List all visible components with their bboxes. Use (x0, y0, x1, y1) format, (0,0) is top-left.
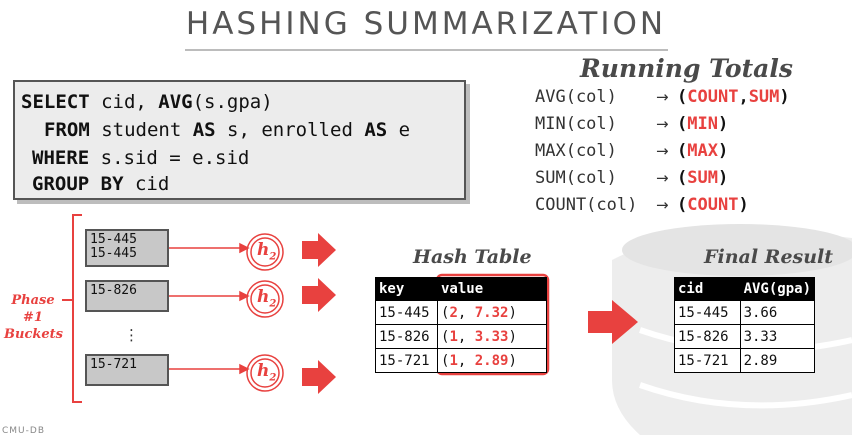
rt-arrow-icon: → (656, 115, 669, 133)
cid-cell: 15-826 (674, 324, 741, 349)
key-cell: 15-826 (375, 324, 438, 349)
table-row: 15-826 (1, 3.33) (375, 324, 547, 349)
column-header: AVG(gpa) (739, 277, 816, 301)
final-result-table: cid AVG(gpa) 15-445 3.66 15-826 3.33 15-… (674, 277, 816, 373)
hash-function-label: h2 (257, 361, 277, 384)
column-header: value (437, 277, 547, 301)
sql-query-box: SELECT cid, AVG(s.gpa) FROM student AS s… (13, 80, 466, 200)
ellipsis-icon: ⋮ (124, 326, 139, 344)
rt-arrow-icon: → (656, 169, 669, 187)
table-row: 15-826 3.33 (674, 324, 816, 349)
rt-arrow-icon: → (656, 88, 669, 106)
footer-logo-text: CMU-DB (2, 426, 45, 436)
value-cell: (1, 3.33) (437, 324, 547, 349)
rt-fn-avg: AVG(col) (535, 87, 617, 107)
bucket-key: 15-721 (90, 357, 137, 372)
key-cell: 15-721 (375, 348, 438, 373)
sql-line-where: WHERE s.sid = e.sid (32, 147, 250, 169)
hash-table-title: Hash Table (413, 246, 532, 268)
table-header-row: key value (375, 277, 547, 301)
table-row: 15-445 (2, 7.32) (375, 300, 547, 325)
table-row: 15-445 3.66 (674, 300, 816, 325)
rt-result-count: (COUNT) (677, 195, 749, 215)
key-cell: 15-445 (375, 300, 438, 325)
hash-function-label: h2 (257, 287, 277, 310)
table-header-row: cid AVG(gpa) (674, 277, 816, 301)
rt-fn-max: MAX(col) (535, 141, 617, 161)
rt-fn-min: MIN(col) (535, 114, 617, 134)
phase-label-line1: Phase #1 (11, 293, 55, 325)
rt-result-sum: (SUM) (677, 168, 729, 188)
column-header: cid (674, 277, 741, 301)
bucket: 15-721 (85, 354, 169, 386)
rt-fn-sum: SUM(col) (535, 168, 617, 188)
rt-result-min: (MIN) (677, 114, 729, 134)
sql-line-from: FROM student AS s, enrolled AS e (44, 119, 411, 141)
cid-cell: 15-445 (674, 300, 741, 325)
column-header: key (375, 277, 438, 301)
avg-cell: 3.66 (739, 300, 816, 325)
hash-table: key value 15-445 (2, 7.32) 15-826 (1, 3.… (375, 277, 547, 373)
sql-line-groupby: GROUP BY cid (32, 173, 170, 195)
rt-result-avg: (COUNT,SUM) (677, 87, 790, 107)
rt-arrow-icon: → (656, 196, 669, 214)
avg-cell: 3.33 (739, 324, 816, 349)
hash-function-label: h2 (257, 240, 277, 263)
phase-label-line2: Buckets (4, 327, 63, 342)
bucket-key: 15-445 (90, 246, 137, 261)
rt-result-max: (MAX) (677, 141, 729, 161)
avg-cell: 2.89 (739, 348, 816, 373)
database-top-ellipse (622, 224, 852, 276)
slide-title: HASHING SUMMARIZATION (185, 6, 667, 42)
running-totals-title: Running Totals (580, 54, 793, 83)
flow-arrow-icon (302, 233, 638, 394)
title-underline (185, 49, 668, 51)
cid-cell: 15-721 (674, 348, 741, 373)
value-cell: (1, 2.89) (437, 348, 547, 373)
buckets-bracket (62, 214, 82, 403)
phase-label: Phase #1 Buckets (4, 292, 63, 343)
table-row: 15-721 (1, 2.89) (375, 348, 547, 373)
bucket-key: 15-445 (90, 232, 137, 247)
sql-line-select: SELECT cid, AVG(s.gpa) (21, 91, 273, 113)
final-result-title: Final Result (704, 246, 834, 268)
value-cell: (2, 7.32) (437, 300, 547, 325)
table-row: 15-721 2.89 (674, 348, 816, 373)
rt-arrow-icon: → (656, 142, 669, 160)
rt-fn-count: COUNT(col) (535, 195, 638, 215)
bucket-connectors (169, 242, 250, 375)
bucket: 15-445 15-445 (85, 229, 169, 267)
bucket-key: 15-826 (90, 283, 137, 298)
bucket: 15-826 (85, 280, 169, 312)
hash-function-icon (246, 233, 284, 392)
